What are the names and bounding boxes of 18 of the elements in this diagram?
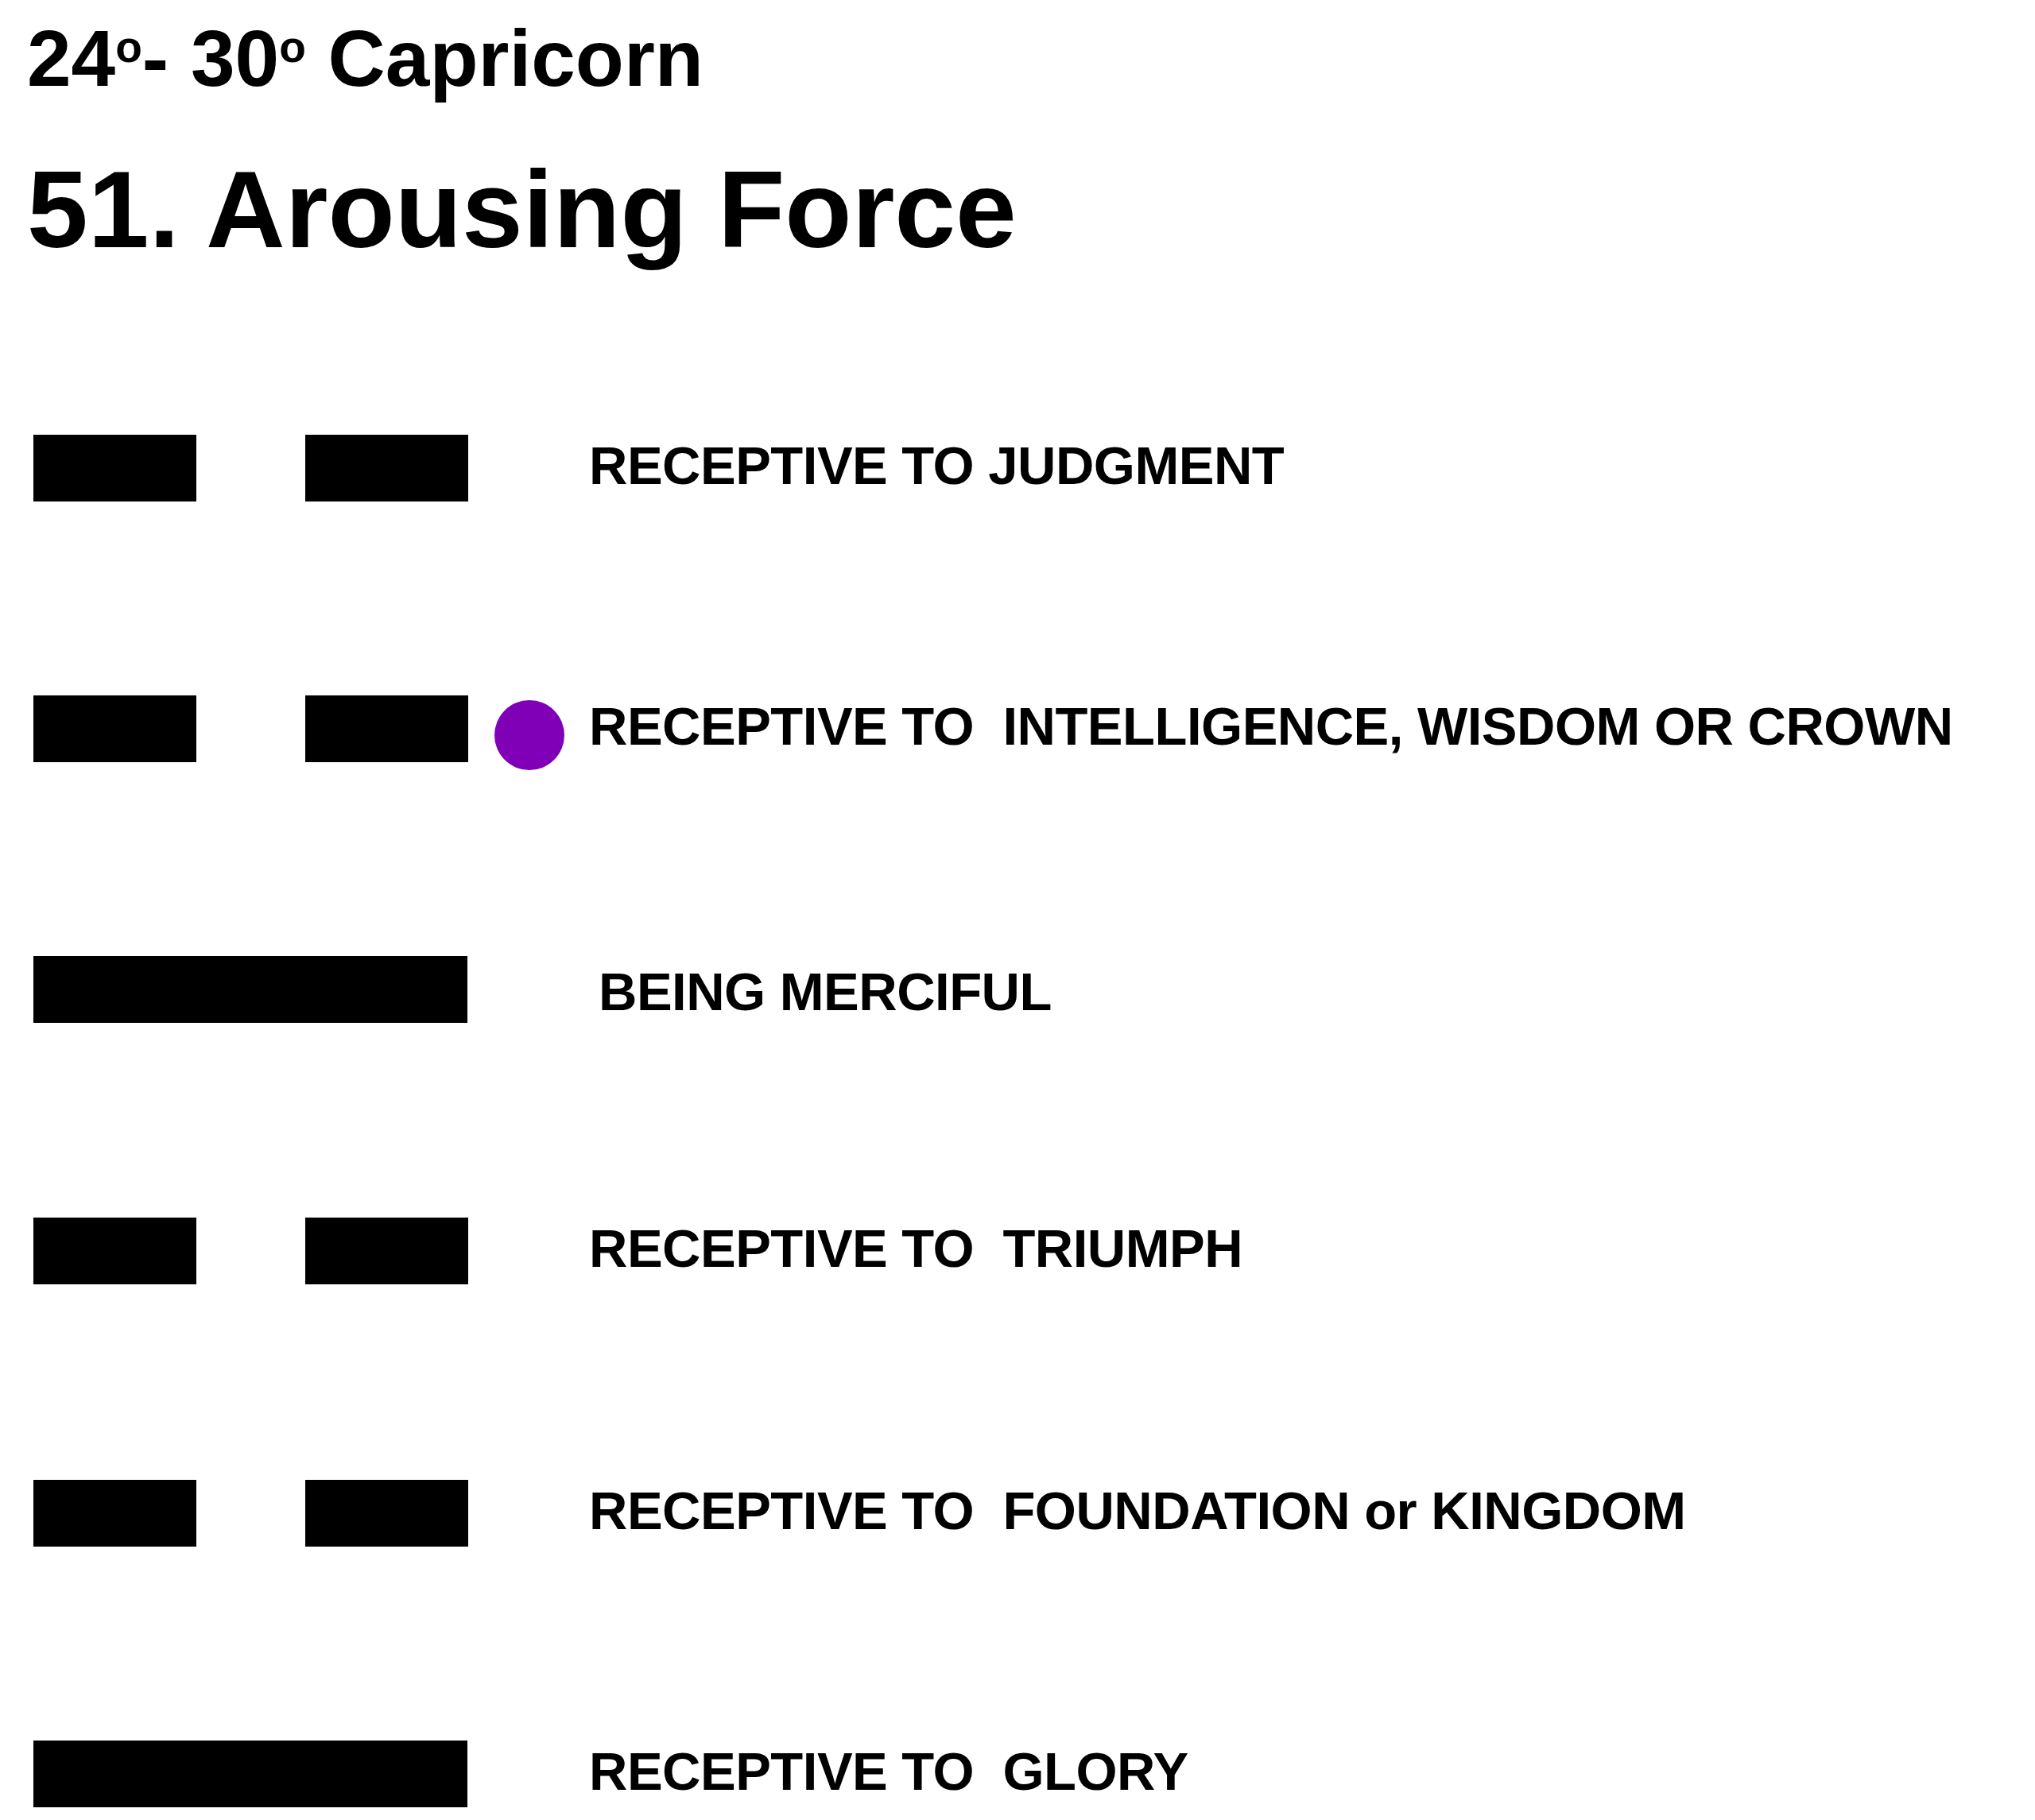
line-bar bbox=[33, 1218, 196, 1284]
line-label: RECEPTIVE TO TRIUMPH bbox=[589, 1218, 1243, 1280]
line-bar bbox=[305, 435, 468, 501]
line-label: RECEPTIVE TO JUDGMENT bbox=[589, 435, 1285, 497]
line-bar bbox=[33, 1741, 467, 1807]
line-bar bbox=[33, 435, 196, 501]
line-label: RECEPTIVE TO GLORY bbox=[589, 1741, 1188, 1803]
line-bar bbox=[305, 695, 468, 762]
line-bar bbox=[33, 1480, 196, 1547]
line-label: BEING MERCIFUL bbox=[599, 961, 1052, 1023]
diagram-subtitle: 51. Arousing Force bbox=[27, 149, 1017, 270]
line-bar bbox=[305, 1218, 468, 1284]
line-bar bbox=[33, 956, 467, 1023]
line-bar bbox=[305, 1480, 468, 1547]
line-bar bbox=[33, 695, 196, 762]
line-label: RECEPTIVE TO INTELLIGENCE, WISDOM OR CROWN bbox=[589, 695, 1953, 757]
line-label: RECEPTIVE TO FOUNDATION or KINGDOM bbox=[589, 1480, 1686, 1542]
diagram-title: 24$^{o}$- 30$^{o}$ Capricorn bbox=[27, 14, 704, 102]
